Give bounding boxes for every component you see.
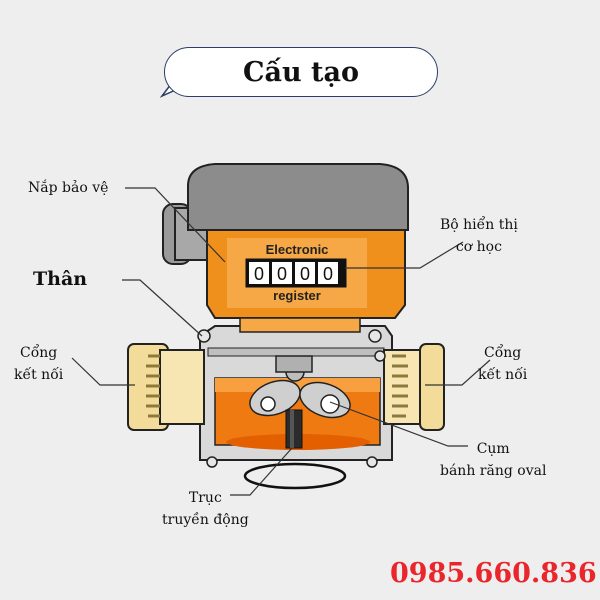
page-title: Cấu tạo — [243, 56, 359, 88]
label-port-left-line1: Cổng — [19, 345, 58, 361]
phone-number[interactable]: 0985.660.836 — [390, 558, 597, 589]
label-port-left: Cổng kết nối — [14, 342, 63, 386]
right-connection-port — [374, 343, 445, 431]
protective-cover — [187, 163, 409, 231]
counter-digit-4: 0 — [323, 264, 333, 284]
leader-lines — [71, 187, 491, 496]
mechanical-counter: 0 0 0 0 — [245, 258, 347, 288]
label-gears-line2: bánh răng oval — [440, 463, 547, 479]
label-display: Bộ hiển thị cơ học — [440, 214, 518, 258]
title-bubble: Cấu tạo — [164, 47, 438, 97]
label-shaft-line1: Trục — [188, 490, 222, 506]
label-port-right-line2: kết nối — [478, 367, 528, 383]
label-shaft: Trục truyền động — [162, 487, 249, 531]
label-gears-line1: Cụm — [476, 441, 510, 457]
label-shaft-line2: truyền động — [162, 512, 249, 528]
counter-digit-2: 0 — [277, 264, 287, 284]
counter-digit-1: 0 — [254, 264, 264, 284]
label-port-right: Cổng kết nối — [478, 342, 527, 386]
register-top-text: Electronic — [266, 242, 329, 257]
left-connection-port — [127, 343, 205, 431]
label-gears: Cụm bánh răng oval — [440, 438, 546, 482]
leader-display — [345, 241, 464, 269]
label-cover-text: Nắp bảo vệ — [28, 180, 109, 196]
gasket-ring — [243, 462, 347, 490]
label-body-text: Thân — [33, 268, 88, 290]
leader-body — [122, 279, 203, 337]
leader-cover — [125, 187, 226, 263]
label-cover: Nắp bảo vệ — [28, 177, 108, 199]
label-port-left-line2: kết nối — [14, 367, 64, 383]
label-body: Thân — [33, 268, 87, 290]
leader-port-right — [425, 359, 491, 386]
register-bottom-text: register — [273, 288, 321, 303]
counter-digit-3: 0 — [300, 264, 310, 284]
drive-shaft — [275, 355, 313, 449]
label-port-right-line1: Cổng — [483, 345, 522, 361]
label-display-line1: Bộ hiển thị — [440, 217, 518, 233]
label-display-line2: cơ học — [455, 239, 502, 255]
leader-port-left — [71, 357, 135, 386]
leader-shaft — [230, 447, 293, 496]
leader-gears — [329, 401, 468, 447]
